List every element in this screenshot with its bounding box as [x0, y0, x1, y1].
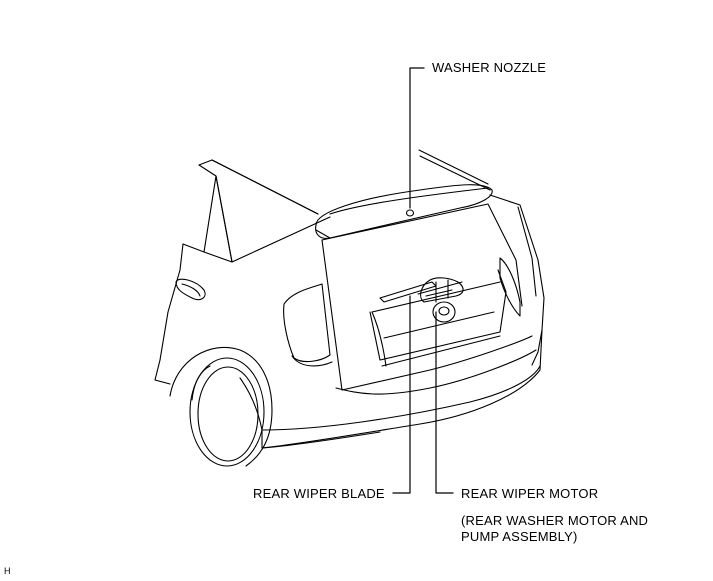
- rear-spoiler: [316, 185, 493, 239]
- leader-rear-wiper-motor: [436, 312, 453, 493]
- leader-rear-wiper-blade: [393, 296, 410, 493]
- label-rear-wiper-motor: REAR WIPER MOTOR: [461, 486, 598, 502]
- left-tail-light: [284, 284, 332, 366]
- washer-nozzle-icon: [407, 210, 414, 216]
- label-rear-wiper-motor-note-1: (REAR WASHER MOTOR AND: [461, 513, 648, 529]
- rear-wiper-assembly: [380, 278, 463, 322]
- rear-wheel: [155, 347, 272, 466]
- label-rear-wiper-motor-note-2: PUMP ASSEMBLY): [461, 529, 577, 545]
- rear-bumper: [240, 330, 542, 448]
- figure-id: H: [4, 566, 11, 576]
- label-washer-nozzle: WASHER NOZZLE: [432, 60, 546, 76]
- label-rear-wiper-blade: REAR WIPER BLADE: [253, 486, 385, 502]
- rear-hatch-glass: [322, 204, 532, 390]
- leader-lines: [393, 68, 453, 493]
- car-body-outline: [155, 150, 544, 380]
- leader-washer-nozzle: [410, 68, 424, 208]
